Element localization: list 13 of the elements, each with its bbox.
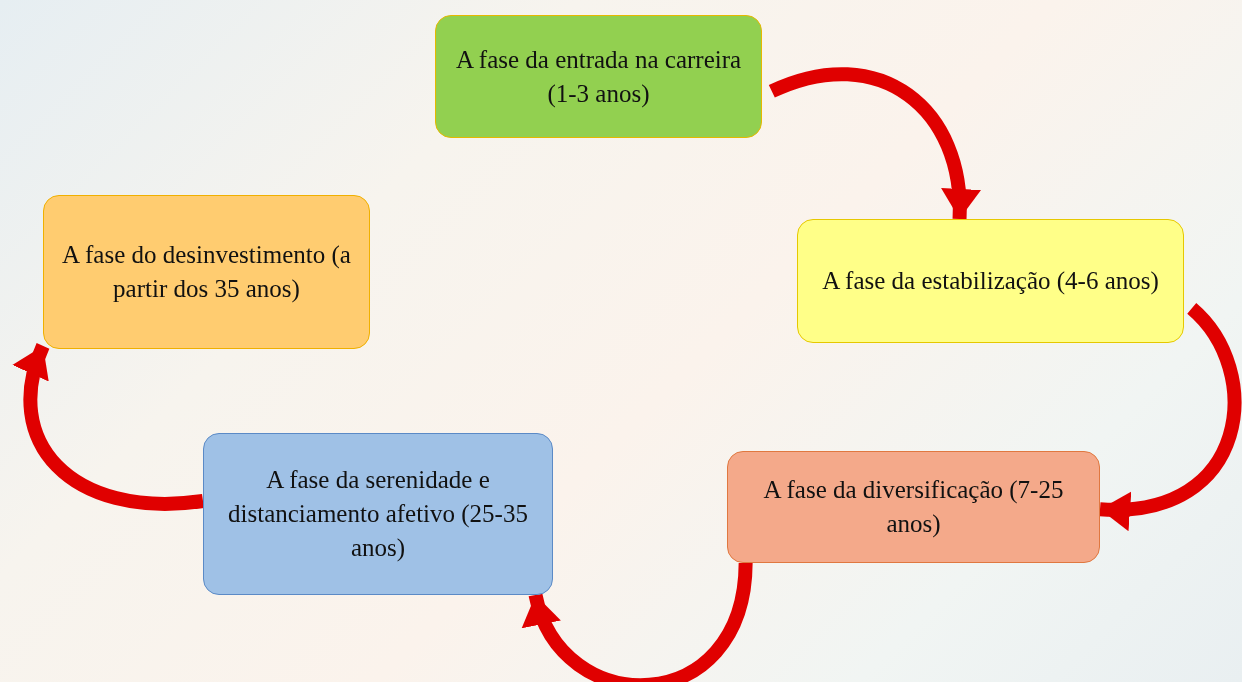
phase-box bbox=[203, 433, 553, 595]
curved-arrow bbox=[13, 343, 204, 511]
phase-box bbox=[43, 195, 370, 349]
phase-label: A fase do desinvestimento (a partir dos 35 anos) bbox=[61, 240, 352, 305]
phase-label: A fase da entrada na carreira (1-3 anos) bbox=[454, 44, 743, 110]
phase-box bbox=[797, 219, 1184, 343]
phase-label: A fase da estabilização (4-6 anos) bbox=[822, 266, 1159, 297]
phase-label: A fase da diversificação (7-25 anos) bbox=[762, 475, 1065, 540]
phase-box bbox=[435, 15, 762, 138]
phase-box bbox=[727, 451, 1100, 563]
curved-arrow bbox=[1099, 303, 1241, 529]
phase-label: A fase da serenidade e distanciamento afetivo (25-35 anos) bbox=[227, 465, 529, 563]
curved-arrow bbox=[769, 67, 979, 220]
